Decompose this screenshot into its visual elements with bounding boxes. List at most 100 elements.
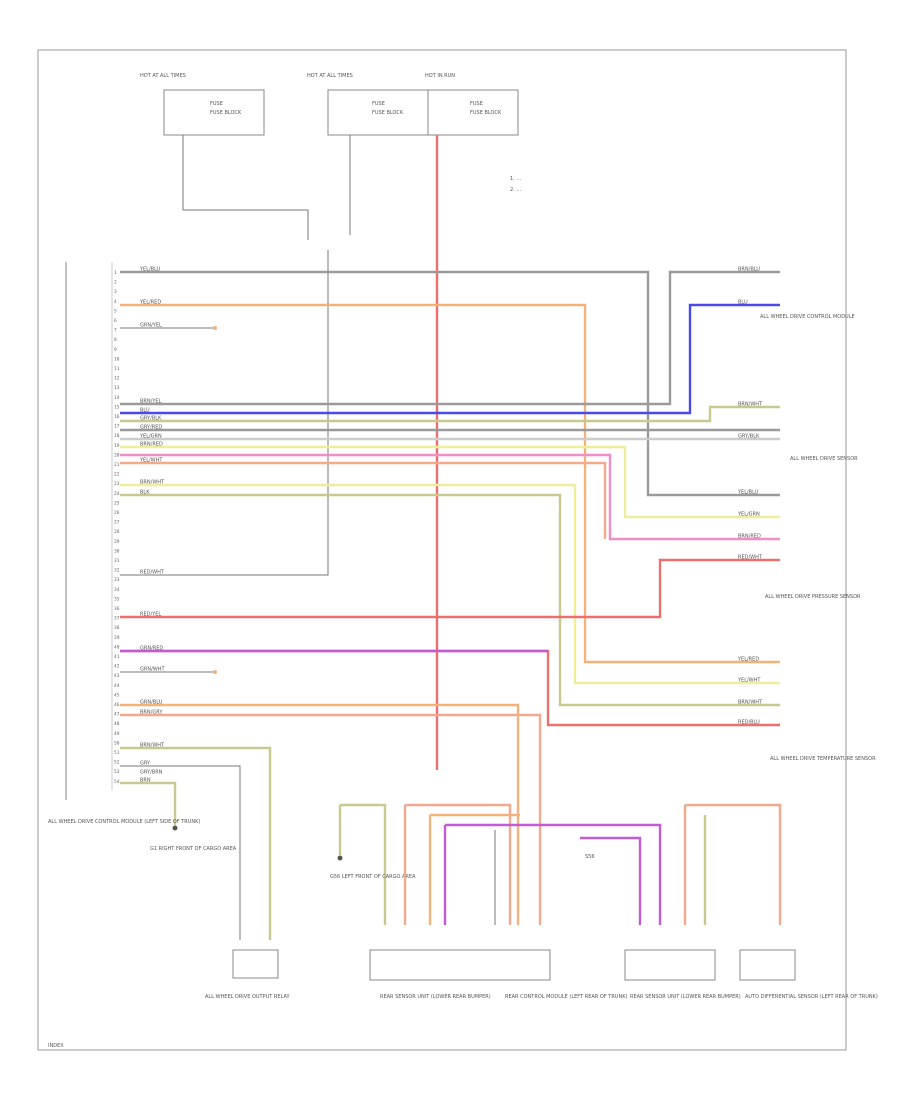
pin-number: 10 <box>114 356 120 362</box>
pin-number: 2 <box>114 280 117 286</box>
pin-number: 23 <box>114 481 120 487</box>
pin-number: 27 <box>114 520 120 526</box>
wire-label-right: RED/BLU <box>738 720 760 726</box>
pin-number: 44 <box>114 683 120 689</box>
wire-label: BRN/YEL <box>140 399 162 405</box>
wire-label-right: RED/WHT <box>738 555 763 561</box>
wire-label: GRN/BLU <box>140 700 163 706</box>
wire-label: GRY <box>140 761 151 767</box>
wire-label-right: BRN/WHT <box>738 402 763 408</box>
wire-pink <box>120 453 780 541</box>
bottom2-label: REAR SENSOR UNIT (LOWER REAR BUMPER) <box>380 994 491 1000</box>
pin-number: 13 <box>114 385 120 391</box>
pin-number: 32 <box>114 568 120 574</box>
ground-return-wire <box>120 250 329 576</box>
pin-number: 11 <box>114 366 120 372</box>
wire-label: GRN/YEL <box>140 323 162 329</box>
fuse-box-3-header: HOT IN RUN <box>425 73 455 79</box>
fuse1-feed-wire <box>182 135 309 240</box>
pin-number: 50 <box>114 740 120 746</box>
wire-label-right: YEL/GRN <box>737 512 760 518</box>
wire-label: YEL/RED <box>139 300 161 306</box>
pin-number: 38 <box>114 625 120 631</box>
diagram-frame <box>37 49 847 1051</box>
footer-label: INDEX <box>48 1043 64 1049</box>
fuse-box-2-header: HOT AT ALL TIMES <box>307 73 353 79</box>
pin-number: 42 <box>114 664 120 670</box>
wire-grn-red <box>120 703 520 925</box>
right-top-label: ALL WHEEL DRIVE CONTROL MODULE <box>760 314 855 320</box>
wire-red-wht <box>120 558 780 619</box>
wire-label: GRY/RED <box>140 425 162 431</box>
pin-number: 20 <box>114 452 120 458</box>
bus-olive <box>340 803 387 925</box>
wire-label-right: BRN/BLU <box>738 267 760 273</box>
wire-yel-grn <box>120 445 780 519</box>
right-lower2-label: ALL WHEEL DRIVE TEMPERATURE SENSOR <box>770 756 876 762</box>
pin-number: 39 <box>114 635 120 641</box>
pin-number: 5 <box>114 308 117 314</box>
wire-label: YEL/BLU <box>139 267 161 273</box>
rear-sensor-box-1 <box>369 949 551 981</box>
pin-number: 53 <box>114 769 120 775</box>
bus-right <box>685 803 782 925</box>
wire-yel-wht <box>120 483 780 685</box>
fuse-box-3: HOT IN RUN FUSE FUSE BLOCK <box>425 73 519 136</box>
wire-label: BRN <box>140 778 151 784</box>
pin-number: 46 <box>114 702 120 708</box>
pin-number: 35 <box>114 596 120 602</box>
pin-number: 34 <box>114 587 120 593</box>
pin-number: 7 <box>114 328 117 334</box>
fuse-box-2-title: FUSE <box>372 101 385 107</box>
ground2-label: G56 LEFT FRONT OF CARGO AREA <box>330 874 416 880</box>
pin-number: 9 <box>114 347 117 353</box>
pin-number: 14 <box>114 395 120 401</box>
pin-number: 43 <box>114 673 120 679</box>
pin-number: 18 <box>114 433 120 439</box>
pin-number: 3 <box>114 289 117 295</box>
pin-number: 8 <box>114 337 117 343</box>
wire-label-right: GRY/BLK <box>738 434 760 440</box>
legend-line-1: 1. ... <box>510 176 522 182</box>
right-wire-labels: BRN/BLU BLU BRN/WHT GRY/BLK YEL/BLU YEL/GRN BR… <box>737 267 763 726</box>
wire-label: GRY/BLK <box>140 416 162 422</box>
pin-number: 29 <box>114 539 120 545</box>
left-module-label: ALL WHEEL DRIVE CONTROL MODULE (LEFT SID… <box>48 819 200 825</box>
pin-number: 33 <box>114 577 120 583</box>
wire-label-right: YEL/WHT <box>737 678 761 684</box>
pin-number: 21 <box>114 462 120 468</box>
fuse-box-3-title: FUSE <box>470 101 483 107</box>
wire-yel-red <box>120 303 780 664</box>
fuse-box-1-header: HOT AT ALL TIMES <box>140 73 186 79</box>
wire-label: YEL/GRN <box>139 434 162 440</box>
wire-label-right: BLU <box>738 300 748 306</box>
wire-label: RED/YEL <box>140 612 161 618</box>
wire-label-right: YEL/BLU <box>737 490 759 496</box>
pin-number: 36 <box>114 606 120 612</box>
fuse-box-3-sub: FUSE BLOCK <box>470 110 502 116</box>
relay-box <box>232 949 279 979</box>
bottom5-label: AUTO DIFFERENTIAL SENSOR (LEFT REAR OF T… <box>745 994 878 1000</box>
pin-number: 45 <box>114 692 120 698</box>
wire-label-right: BRN/WHT <box>738 700 763 706</box>
fuse-box-2-sub: FUSE BLOCK <box>372 110 404 116</box>
wire-brn-blu <box>120 270 780 406</box>
wire-label-right: YEL/RED <box>737 657 759 663</box>
bus-violet <box>445 823 662 925</box>
wire-label: BRN/WHT <box>140 480 165 486</box>
wire-label: BRN/WHT <box>140 743 165 749</box>
pin-number: 1 <box>114 270 117 276</box>
splice-label: S56 <box>585 854 595 860</box>
pin-number: 48 <box>114 721 120 727</box>
wire-label: GRN/RED <box>140 646 163 652</box>
pin-number: 24 <box>114 491 120 497</box>
wire-label: GRY/BRN <box>140 770 163 776</box>
wire-label: BLU <box>140 408 150 414</box>
bottom3-label: REAR CONTROL MODULE (LEFT REAR OF TRUNK) <box>505 994 627 1000</box>
bottom4-label: REAR SENSOR UNIT (LOWER REAR BUMPER) <box>630 994 741 1000</box>
wire-grn-wht <box>120 713 542 925</box>
fuse-box-1: HOT AT ALL TIMES FUSE FUSE BLOCK <box>140 73 265 136</box>
pin-number: 40 <box>114 644 120 650</box>
wire-antenna <box>120 781 177 825</box>
